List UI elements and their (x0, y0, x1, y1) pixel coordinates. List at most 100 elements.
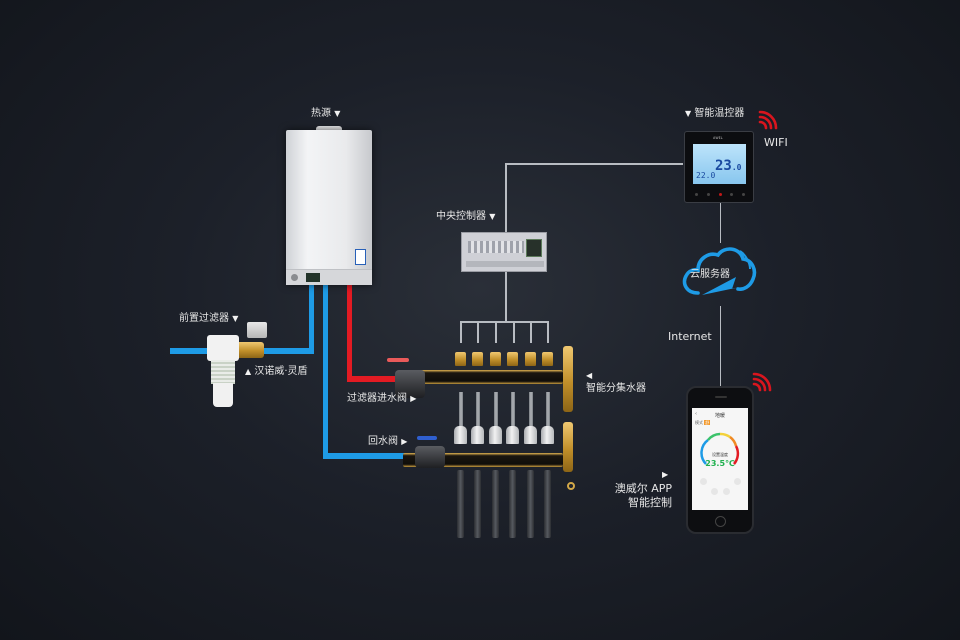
thermostat-set-temp: 22.0 (696, 171, 716, 180)
mode-tag[interactable]: 模式 舒 (695, 420, 711, 426)
thermostat-temp-dec: .0 (731, 163, 742, 172)
manifold-supply-valve (490, 352, 501, 366)
phone-screen[interactable]: ‹ 地暖 模式 舒 设置温度 23.5℃ (692, 408, 748, 510)
app-mode-button[interactable] (700, 478, 707, 485)
cloud-icon (682, 247, 757, 295)
return-pipe-v (323, 284, 328, 458)
app-mode-button[interactable] (734, 478, 741, 485)
boiler[interactable] (286, 130, 372, 285)
supply-pipe-v (347, 284, 352, 382)
manifold-actuator (524, 426, 537, 444)
flow-meter-tube (476, 392, 480, 428)
app-label-line2: 智能控制 (628, 496, 672, 509)
thermostat-button[interactable] (742, 193, 745, 196)
thermostat-label: ▼ 智能温控器 (685, 108, 744, 120)
cloud-server-label: 云服务器 (690, 269, 730, 280)
manifold-supply-valve (542, 352, 553, 366)
return-valve[interactable] (415, 446, 445, 468)
smart-thermostat[interactable]: ᴀᴡᴇʟ 23.0 22.0 (684, 131, 754, 203)
line-thermostat-to-cloud (720, 203, 721, 243)
filter-brand-label: ▲ 汉诺威·灵盾 (245, 366, 308, 378)
floor-heating-pipe (544, 470, 551, 538)
thermostat-button[interactable] (695, 193, 698, 196)
line-actuator-6 (547, 321, 549, 343)
inlet-valve-label: 过滤器进水阀 ▶ (347, 393, 416, 405)
inlet-valve-handle[interactable] (387, 358, 409, 362)
central-controller-label-text: 中央控制器 (436, 211, 486, 222)
right-arrow-icon: ▶ (410, 394, 417, 403)
flow-meter-tube (511, 392, 515, 428)
line-controller-to-thermostat-v (505, 163, 507, 232)
manifold-actuator (506, 426, 519, 444)
thermostat-temp-int: 23 (715, 158, 732, 174)
supply-pipe-h (347, 376, 395, 382)
up-arrow-icon: ▲ (245, 367, 252, 376)
app-mode-button[interactable] (711, 488, 718, 495)
heat-source-label: 热源 ▼ (311, 108, 340, 120)
filter-brand-label-text: 汉诺威·灵盾 (254, 366, 308, 377)
app-mode-button[interactable] (723, 488, 730, 495)
central-controller-label: 中央控制器 ▼ (436, 211, 495, 223)
manifold[interactable] (387, 340, 580, 540)
manifold-actuator (454, 426, 467, 444)
manifold-actuator (489, 426, 502, 444)
boiler-knob-icon (291, 274, 298, 281)
right-arrow-icon: ▶ (662, 470, 669, 479)
flow-meter-tube (529, 392, 533, 428)
app-status-label: 设置温度 (712, 452, 728, 457)
thermostat-button[interactable] (730, 193, 734, 196)
cold-pipe-filter-to-boiler-h (262, 348, 314, 354)
smartphone[interactable]: ‹ 地暖 模式 舒 设置温度 23.5℃ (686, 386, 754, 534)
wifi-icon (758, 110, 778, 130)
flow-meter-tube (546, 392, 550, 428)
floor-heating-pipe (527, 470, 534, 538)
floor-heating-pipe (509, 470, 516, 538)
line-controller-to-manifold-v (505, 272, 507, 322)
app-label-marker: ▶ (662, 469, 668, 481)
energy-label-sticker (355, 249, 366, 265)
floor-heating-pipe (474, 470, 481, 538)
back-icon[interactable]: ‹ (695, 411, 697, 417)
return-valve-handle[interactable] (417, 436, 437, 440)
thermostat-buttons[interactable] (695, 193, 745, 196)
drain-valve-icon (567, 482, 575, 490)
wifi-label: WIFI (764, 136, 788, 149)
thermostat-label-text: 智能温控器 (694, 108, 745, 119)
thermostat-button[interactable] (706, 193, 710, 196)
cold-pipe-filter-to-boiler-v (309, 284, 314, 354)
down-arrow-icon: ▼ (489, 212, 496, 221)
mode-tag-text: 模式 (695, 420, 703, 425)
manifold-actuator (541, 426, 554, 444)
cold-pipe-inlet-left (170, 348, 212, 354)
manifold-supply-valve (472, 352, 483, 366)
controller-base (466, 261, 544, 267)
app-label-line1: 澳威尔 APP (614, 482, 672, 495)
temperature-gauge (700, 432, 740, 465)
line-actuator-2 (477, 321, 479, 343)
boiler-control-panel (286, 269, 372, 285)
controller-circuit-board (526, 239, 542, 257)
central-controller[interactable] (461, 232, 547, 272)
inlet-filter-valve[interactable] (395, 370, 425, 398)
down-arrow-icon: ▼ (232, 314, 239, 323)
controller-terminals (468, 241, 524, 253)
manifold-supply-valve (525, 352, 536, 366)
thermostat-current-temp: 23.0 (715, 158, 742, 174)
pre-filter-bottom (213, 383, 233, 407)
pre-filter-label-text: 前置过滤器 (179, 313, 229, 324)
power-button-icon[interactable] (718, 193, 722, 196)
inlet-valve-label-text: 过滤器进水阀 (347, 393, 407, 404)
thermostat-brand: ᴀᴡᴇʟ (713, 135, 723, 140)
line-actuator-1 (460, 321, 462, 343)
home-button[interactable] (715, 516, 726, 527)
heat-source-label-text: 热源 (311, 108, 331, 119)
flow-meter-tube (459, 392, 463, 428)
phone-speaker (715, 396, 727, 398)
manifold-supply-valve (507, 352, 518, 366)
manifold-label: 智能分集水器 (586, 383, 646, 394)
filter-actuator (247, 322, 267, 338)
pre-filter-head[interactable] (207, 335, 239, 361)
boiler-display (306, 273, 320, 282)
app-temperature: 23.5℃ (705, 459, 735, 468)
pre-filter-bowl (211, 360, 235, 384)
